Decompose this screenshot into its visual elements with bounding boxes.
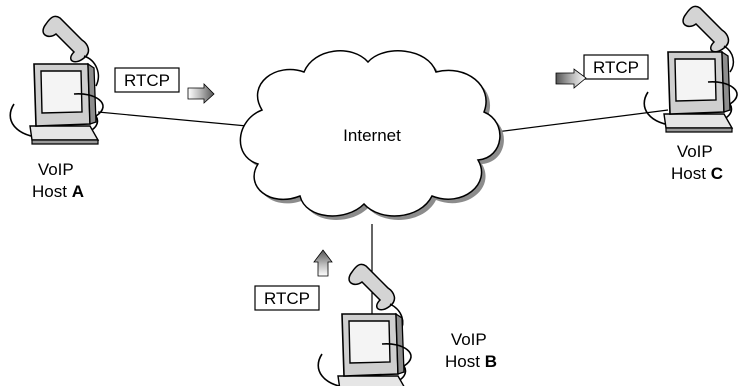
host-c: VoIP Host C RTCP bbox=[555, 5, 738, 183]
rtcp-label-b: RTCP bbox=[264, 289, 310, 308]
host-a-prefix: Host bbox=[32, 182, 72, 201]
arrow-icon bbox=[555, 68, 587, 89]
computer-icon bbox=[643, 51, 738, 133]
cable-icon bbox=[723, 45, 735, 73]
host-c-prefix: Host bbox=[671, 164, 711, 183]
telephone-handset-icon bbox=[682, 5, 735, 73]
rtcp-packet-b: RTCP bbox=[254, 249, 333, 311]
host-a-label: VoIP Host A bbox=[32, 160, 84, 201]
host-b-letter: B bbox=[485, 352, 497, 371]
host-c-line1: VoIP bbox=[677, 142, 713, 161]
arrow-icon bbox=[187, 83, 215, 104]
host-a-line1: VoIP bbox=[38, 160, 74, 179]
host-b-prefix: Host bbox=[445, 352, 485, 371]
host-c-letter: C bbox=[711, 164, 723, 183]
telephone-handset-icon bbox=[42, 15, 100, 87]
host-a: VoIP Host A RTCP bbox=[9, 15, 215, 201]
computer-icon bbox=[317, 313, 412, 386]
host-b-line1: VoIP bbox=[451, 330, 487, 349]
rtcp-label-a: RTCP bbox=[124, 71, 170, 90]
rtcp-packet-a: RTCP bbox=[114, 67, 215, 104]
link-host-a bbox=[97, 111, 269, 129]
host-c-label: VoIP Host C bbox=[671, 142, 723, 183]
cable-icon bbox=[83, 55, 100, 87]
rtcp-label-c: RTCP bbox=[593, 58, 639, 77]
arrow-icon bbox=[313, 249, 333, 277]
internet-cloud: Internet bbox=[239, 50, 504, 220]
host-b: VoIP Host B RTCP bbox=[254, 249, 497, 386]
cloud-label: Internet bbox=[343, 126, 401, 145]
host-b-label: VoIP Host B bbox=[445, 330, 497, 371]
link-host-c bbox=[495, 109, 669, 133]
computer-icon bbox=[9, 63, 104, 145]
host-a-letter: A bbox=[72, 182, 84, 201]
rtcp-packet-c: RTCP bbox=[555, 54, 649, 89]
